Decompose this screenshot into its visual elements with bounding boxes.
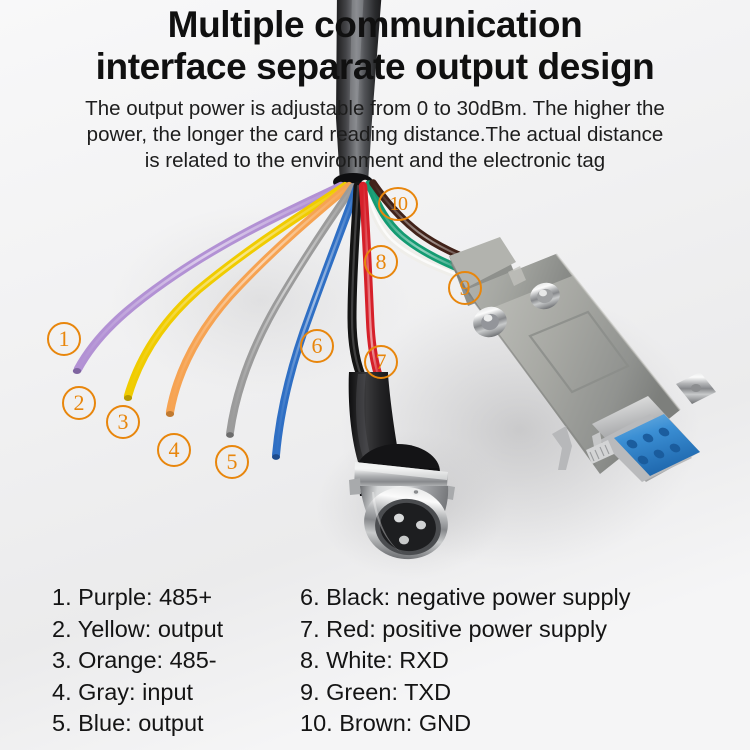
title-line-2: interface separate output design (95, 46, 655, 87)
page-title: Multiple communication interface separat… (0, 4, 750, 88)
legend-item-6: 6. Black: negative power supply (300, 584, 631, 610)
callout-5-blue: 5 (215, 445, 249, 479)
callout-10-brown: 10 (378, 187, 418, 221)
heat-shrink-sleeve (348, 372, 400, 462)
callout-number: 7 (375, 349, 387, 374)
wire-bundle-left (72, 181, 361, 460)
callout-3-orange: 3 (106, 405, 140, 439)
callout-9-green: 9 (448, 271, 482, 305)
legend-item-2: 2. Yellow: output (52, 615, 224, 642)
legend-item-9: 9. Green: TXD (300, 678, 452, 705)
callout-number: 3 (117, 409, 129, 434)
title-line-1: Multiple communication (167, 4, 583, 45)
legend-item-3: 3. Orange: 485- (52, 647, 217, 673)
callout-number: 8 (375, 249, 387, 274)
callout-8-white: 8 (364, 245, 398, 279)
callout-4-gray: 4 (157, 433, 191, 467)
callout-1-purple: 1 (47, 322, 81, 356)
callout-number: 1 (58, 326, 70, 351)
legend-item-1: 1. Purple: 485+ (52, 584, 213, 610)
subtitle-line-2: power, the longer the card reading dista… (86, 123, 664, 146)
callout-number: 6 (311, 333, 323, 358)
callout-number: 2 (73, 390, 85, 415)
legend-item-4: 4. Gray: input (52, 678, 194, 705)
subtitle-line-1: The output power is adjustable from 0 to… (85, 97, 665, 120)
legend-column-left: 1. Purple: 485+ 2. Yellow: output 3. Ora… (0, 582, 300, 750)
callout-number: 4 (168, 437, 180, 462)
wire-legend: 1. Purple: 485+ 2. Yellow: output 3. Ora… (0, 582, 750, 750)
legend-item-8: 8. White: RXD (300, 647, 449, 673)
subtitle-line-3: is related to the environment and the el… (144, 149, 606, 172)
hood-screw-lower (473, 306, 507, 338)
callout-number: 9 (459, 275, 471, 300)
aviation-connector (349, 444, 455, 560)
legend-item-10: 10. Brown: GND (300, 710, 472, 736)
callout-7-red: 7 (364, 345, 398, 379)
page-subtitle: The output power is adjustable from 0 to… (26, 96, 724, 174)
legend-column-right: 6. Black: negative power supply 7. Red: … (300, 582, 750, 750)
callout-number: 5 (226, 449, 238, 474)
callout-2-yellow: 2 (62, 386, 96, 420)
hood-screw-upper (530, 282, 560, 310)
callout-6-black: 6 (300, 329, 334, 363)
callout-number: 10 (389, 193, 409, 215)
legend-item-7: 7. Red: positive power supply (300, 615, 607, 642)
legend-item-5: 5. Blue: output (52, 710, 204, 736)
